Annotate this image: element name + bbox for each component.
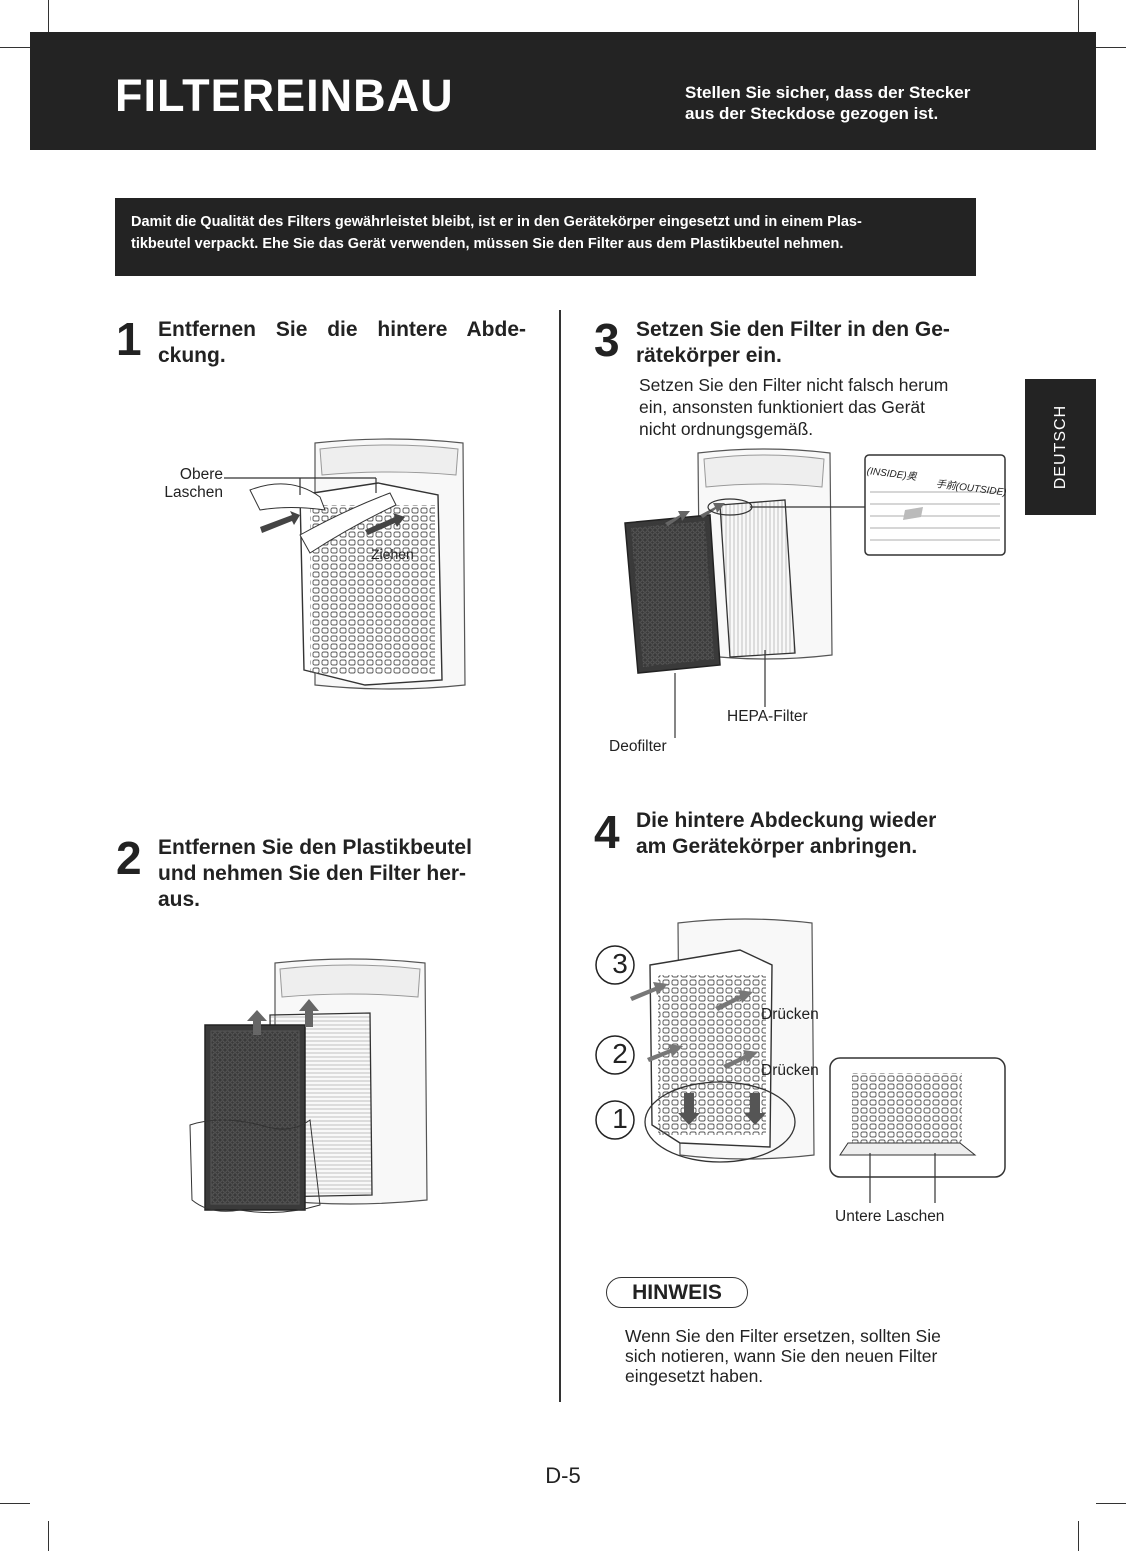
language-tab: DEUTSCH: [1025, 379, 1096, 515]
step-description-line: ein, ansonsten funktioniert das Gerät: [639, 397, 926, 417]
order-number-3: 3: [612, 948, 628, 979]
step3-illustration: [624, 448, 1006, 738]
step-number: 3: [594, 314, 620, 366]
step-title-line: Entfernen Sie die hintere Abde-: [158, 318, 526, 341]
step-description-line: Setzen Sie den Filter nicht falsch herum: [639, 375, 949, 395]
crop-mark: [0, 47, 30, 48]
callout-line: Obere: [179, 466, 223, 483]
language-tab-label: DEUTSCH: [1051, 404, 1069, 490]
order-number-1: 1: [612, 1103, 628, 1134]
step-number: 4: [594, 806, 620, 858]
note-text-line: Wenn Sie den Filter ersetzen, sollten Si…: [625, 1326, 941, 1346]
note-text: Wenn Sie den Filter ersetzen, sollten Si…: [625, 1326, 1005, 1386]
step-title: Entfernen Sie die hintere Abde- ckung.: [158, 317, 526, 369]
column-divider: [559, 310, 561, 1402]
step-title-line: am Gerätekörper anbringen.: [636, 835, 918, 858]
step-number: 1: [116, 313, 142, 365]
step4-illustration: [595, 918, 1006, 1203]
page-number: D-5: [545, 1463, 581, 1488]
crop-mark: [48, 0, 49, 33]
safety-note: Stellen Sie sicher, dass der Stecker aus…: [685, 82, 970, 124]
callout-press-middle: Drücken: [761, 1062, 819, 1079]
callout-upper-tabs: Obere Laschen: [155, 466, 223, 502]
step-title-line: rätekörper ein.: [636, 344, 782, 367]
safety-note-line: aus der Steckdose gezogen ist.: [685, 104, 939, 123]
step-title-line: Die hintere Abdeckung wieder: [636, 809, 937, 832]
callout-pull: Ziehen: [371, 546, 414, 562]
callout-lower-tabs: Untere Laschen: [835, 1208, 945, 1225]
callout-hepa-filter: HEPA-Filter: [727, 708, 808, 725]
crop-mark: [1078, 1521, 1079, 1551]
callout-press-top: Drücken: [761, 1006, 819, 1023]
step2-illustration: [189, 958, 428, 1214]
step-title-line: und nehmen Sie den Filter her-: [158, 862, 467, 885]
note-text-line: eingesetzt haben.: [625, 1366, 764, 1386]
step-title-line: ckung.: [158, 344, 226, 367]
step-title-line: Setzen Sie den Filter in den Ge-: [636, 318, 950, 341]
step-number: 2: [116, 832, 142, 884]
page-title: FILTEREINBAU: [115, 70, 454, 121]
crop-mark: [0, 1503, 30, 1504]
step1-illustration: [224, 438, 466, 690]
crop-mark: [1096, 1503, 1126, 1504]
crop-mark: [1078, 0, 1079, 33]
note-badge-label: HINWEIS: [632, 1281, 722, 1304]
step-title: Entfernen Sie den Plastikbeutel und nehm…: [158, 835, 528, 913]
step-description-line: nicht ordnungsgemäß.: [639, 419, 814, 439]
order-number-2: 2: [612, 1038, 628, 1069]
intro-box: Damit die Qualität des Filters gewährlei…: [115, 198, 976, 276]
step-title: Setzen Sie den Filter in den Ge- rätekör…: [636, 317, 998, 369]
step-title-line: aus.: [158, 888, 201, 911]
step-description: Setzen Sie den Filter nicht falsch herum…: [639, 374, 1009, 440]
note-text-line: sich notieren, wann Sie den neuen Filter: [625, 1346, 938, 1366]
crop-mark: [1096, 47, 1126, 48]
header-bar: FILTEREINBAU Stellen Sie sicher, dass de…: [30, 32, 1096, 150]
crop-mark: [48, 1521, 49, 1551]
step-title: Die hintere Abdeckung wieder am Gerätekö…: [636, 808, 1006, 860]
intro-text: Damit die Qualität des Filters gewährlei…: [131, 211, 971, 255]
safety-note-line: Stellen Sie sicher, dass der Stecker: [685, 83, 971, 102]
intro-line: tikbeutel verpackt. Ehe Sie das Gerät ve…: [131, 236, 844, 252]
callout-deo-filter: Deofilter: [609, 738, 667, 755]
callout-line: Laschen: [164, 484, 223, 501]
intro-line: Damit die Qualität des Filters gewährlei…: [131, 214, 862, 230]
step-title-line: Entfernen Sie den Plastikbeutel: [158, 836, 472, 859]
note-badge: HINWEIS: [606, 1277, 748, 1308]
